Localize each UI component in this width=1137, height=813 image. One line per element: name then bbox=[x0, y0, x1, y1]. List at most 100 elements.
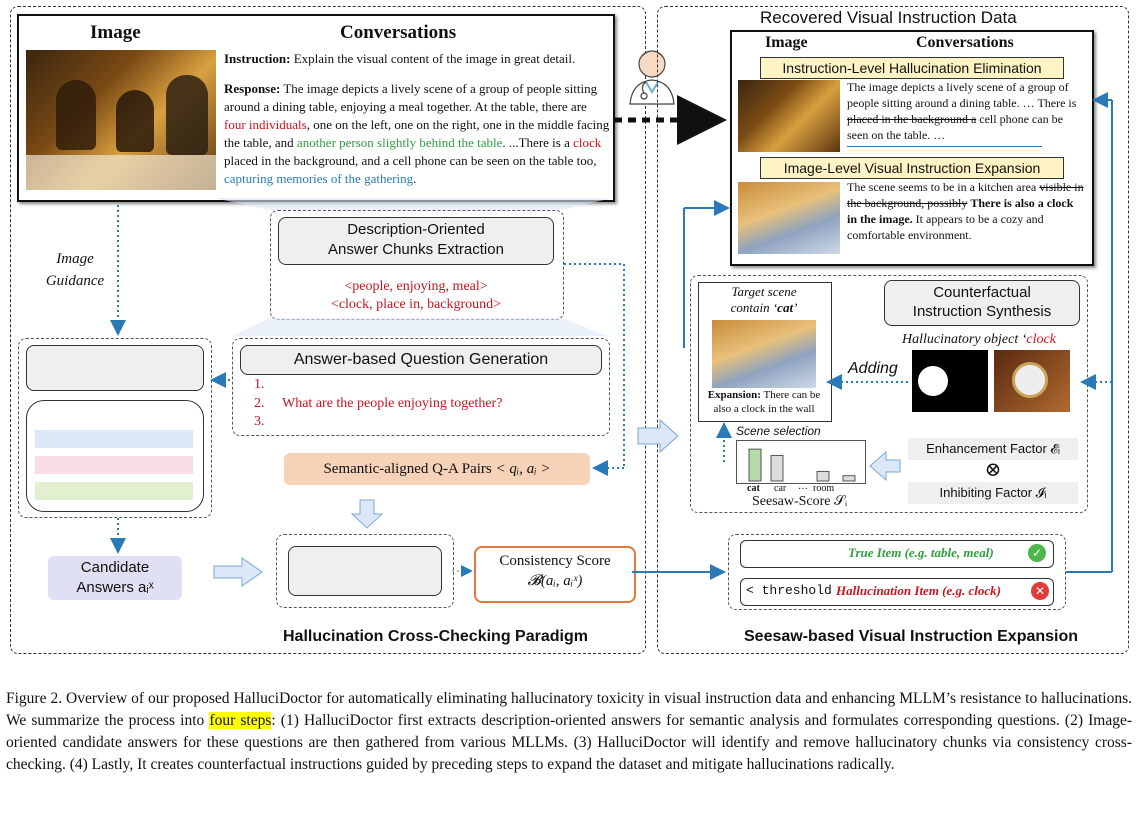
elim-underline bbox=[847, 146, 1042, 147]
counterfactual-line1: Counterfactual bbox=[933, 284, 1031, 301]
answer-bar-green bbox=[35, 482, 193, 500]
instruction-label: Instruction: bbox=[224, 51, 291, 66]
response-p5: clock bbox=[573, 135, 602, 150]
seesaw-chart bbox=[736, 440, 866, 484]
instruction-body: Explain the visual content of the image … bbox=[290, 51, 576, 66]
consistency-line2: 𝓑(aᵢ, aᵢˣ) bbox=[527, 573, 583, 589]
elim-text-b: There is bbox=[1037, 96, 1077, 110]
desc-line2: Answer Chunks Extraction bbox=[328, 241, 504, 258]
question-generation-group bbox=[232, 338, 610, 436]
question-2-text: What are the people enjoying together? bbox=[282, 396, 503, 411]
description-oriented-box: Description-Oriented Answer Chunks Extra… bbox=[278, 217, 554, 265]
response-label: Response: bbox=[224, 81, 281, 96]
image-guidance-line1: Image bbox=[56, 251, 94, 267]
mask-circle bbox=[918, 366, 948, 396]
kitchen-thumb bbox=[738, 182, 840, 254]
recovered-conv-header: Conversations bbox=[916, 34, 1014, 51]
expansion-note-label: Expansion: bbox=[707, 389, 761, 401]
left-panel-title: Hallucination Cross-Checking Paradigm bbox=[283, 628, 588, 645]
response-p3: another person slightly behind the table bbox=[296, 135, 503, 150]
bar-label-cat: cat bbox=[747, 483, 760, 494]
question-2-num: 2. bbox=[254, 396, 265, 411]
response-p4: . ...There is a bbox=[502, 135, 574, 150]
expand-text-c: It appears to be a cozy and comfortable … bbox=[847, 212, 1044, 242]
bar-label-ellipsis: … bbox=[798, 481, 808, 492]
seesaw-bar-room bbox=[816, 470, 830, 482]
seesaw-score-label: Seesaw-Score 𝒮ᵢ bbox=[752, 494, 848, 509]
halluc-obj-pre: Hallucinatory object ‘ bbox=[902, 332, 1027, 347]
qa-pairs-box: Semantic-aligned Q-A Pairs < qᵢ, aᵢ > bbox=[284, 453, 590, 485]
candidate-line1: Candidate bbox=[80, 559, 150, 576]
otimes-symbol: ⊗ bbox=[984, 459, 1002, 481]
expand-text-a: The scene seems to be in a kitchen area bbox=[847, 180, 1037, 194]
inhibiting-factor-box: Inhibiting Factor 𝓘ᵢ bbox=[908, 482, 1078, 504]
seesaw-bar-cat bbox=[748, 448, 762, 482]
halluc-obj-word: clock bbox=[1026, 332, 1056, 347]
hallucinatory-object-label: Hallucinatory object ‘clock bbox=[902, 332, 1056, 348]
check-icon: ✓ bbox=[1028, 544, 1046, 562]
caption-pre: Figure 2. Overview of our proposed Hallu… bbox=[6, 690, 1132, 729]
enhancement-factor-box: Enhancement Factor 𝓔ᵢ bbox=[908, 438, 1078, 460]
candidate-answers-box: Candidate Answers aᵢˣ bbox=[48, 556, 182, 600]
candidate-line2: Answers aᵢˣ bbox=[76, 579, 154, 596]
seesaw-bar-car bbox=[770, 455, 784, 482]
expansion-note-text: There can be also a clock in the wall bbox=[713, 389, 821, 415]
question-1-num: 1. bbox=[254, 377, 265, 392]
response-p7: capturing memories of the gathering bbox=[224, 171, 414, 186]
threshold-label: < threshold bbox=[746, 583, 832, 598]
cross-icon: ✕ bbox=[1031, 582, 1049, 600]
qa-pairs-label: Semantic-aligned Q-A Pairs bbox=[323, 461, 492, 477]
mllm-answers-group bbox=[18, 338, 212, 518]
mask-image bbox=[912, 350, 988, 412]
caption-post: : (1) HalluciDoctor first extracts descr… bbox=[6, 712, 1132, 773]
elimination-label: Instruction-Level Hallucination Eliminat… bbox=[760, 57, 1064, 79]
response-p1: four individuals bbox=[224, 117, 307, 132]
counterfactual-box: Counterfactual Instruction Synthesis bbox=[884, 280, 1080, 326]
seesaw-chart-svg bbox=[748, 448, 856, 482]
expand-text: The scene seems to be in a kitchen area … bbox=[847, 179, 1085, 243]
answer-bar-pink bbox=[35, 456, 193, 474]
target-line2: contain ‘cat’ bbox=[698, 300, 830, 316]
right-panel-title: Seesaw-based Visual Instruction Expansio… bbox=[744, 628, 1079, 645]
target-scene-photo bbox=[712, 320, 816, 388]
expand-strike: visible in the background, possibly bbox=[847, 180, 1084, 210]
elim-text: The image depicts a lively scene of a gr… bbox=[847, 79, 1083, 143]
scene-selection-label: Scene selection bbox=[736, 424, 821, 438]
dinner-photo bbox=[26, 50, 216, 190]
response-text: Response: The image depicts a lively sce… bbox=[224, 80, 610, 188]
true-item-box bbox=[740, 540, 1054, 568]
person-silhouette bbox=[166, 75, 208, 155]
chunk-2: <clock, place in, background> bbox=[330, 297, 502, 312]
elim-text-c: cell phone can be seen on the table. … bbox=[847, 112, 1063, 142]
doctor-icon bbox=[620, 42, 684, 106]
adding-label: Adding bbox=[848, 360, 898, 377]
conversations-header: Conversations bbox=[340, 22, 457, 43]
target-scene-text: Target scene contain ‘cat’ bbox=[698, 284, 830, 316]
true-item-label: True Item (e.g. table, meal) bbox=[848, 545, 994, 560]
desc-line1: Description-Oriented bbox=[347, 221, 485, 238]
expand-bold: There is also a clock in the image. bbox=[847, 196, 1074, 226]
response-p6: placed in the background, and a cell pho… bbox=[224, 153, 597, 168]
counterfactual-line2: Instruction Synthesis bbox=[912, 303, 1052, 320]
target-word: cat bbox=[777, 300, 794, 315]
response-p2: , one on the left, one on the right, one… bbox=[224, 117, 610, 150]
mllm-box bbox=[26, 345, 204, 391]
answer-bar-blue bbox=[35, 430, 193, 448]
counterfactual-group bbox=[690, 275, 1088, 513]
image-header: Image bbox=[90, 22, 141, 43]
target-pre: contain ‘ bbox=[730, 300, 778, 315]
elim-strike: placed in the background a bbox=[847, 112, 977, 126]
image-guidance: Image Guidance bbox=[30, 248, 120, 292]
bar-label-car: car bbox=[774, 483, 787, 494]
image-guidance-line2: Guidance bbox=[45, 273, 105, 289]
response-p0: The image depicts a lively scene of a gr… bbox=[224, 81, 598, 114]
dinner-thumb bbox=[738, 80, 840, 152]
expansion-note: Expansion: There can be also a clock in … bbox=[700, 388, 828, 416]
person-silhouette bbox=[56, 80, 96, 150]
recovered-image-header: Image bbox=[765, 34, 808, 51]
table-surface bbox=[26, 155, 216, 190]
comparison-box bbox=[288, 546, 442, 596]
clock-image bbox=[994, 350, 1070, 412]
person-silhouette bbox=[116, 90, 154, 152]
right-panel bbox=[657, 6, 1129, 654]
